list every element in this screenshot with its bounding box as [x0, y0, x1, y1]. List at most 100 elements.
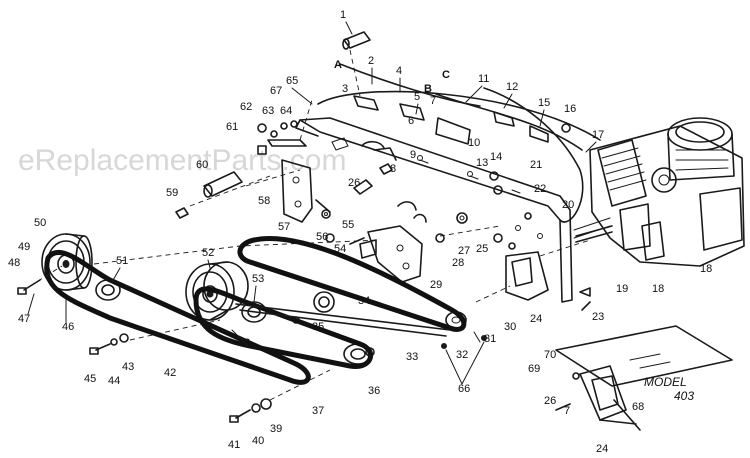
spring-65: [331, 137, 349, 151]
bracket-24: [505, 251, 549, 301]
callout-68: 68: [632, 401, 644, 413]
model-number: 403: [674, 389, 694, 403]
callout-43: 43: [122, 361, 134, 373]
callout-37: 37: [312, 405, 324, 417]
callout-3: 3: [342, 83, 348, 95]
callout-67: 67: [270, 85, 282, 97]
model-label: MODEL: [644, 375, 687, 389]
callout-29: 29: [430, 279, 442, 291]
callout-8: 8: [390, 163, 396, 175]
callout-27: 27: [458, 245, 470, 257]
callout-66: 66: [458, 383, 470, 395]
assembly-lines: [29, 49, 591, 401]
callout-9: 9: [410, 149, 416, 161]
callout-10: 10: [468, 137, 480, 149]
bolt-41-39: [229, 398, 272, 423]
callout-48: 48: [8, 257, 20, 269]
callout-46: 46: [62, 321, 74, 333]
bolt-48: [17, 279, 41, 295]
callout-35: 35: [312, 321, 324, 333]
callout-26: 26: [348, 177, 360, 189]
pin-66b: [481, 335, 487, 341]
shafts: [575, 225, 613, 311]
callout-65: 65: [286, 75, 298, 87]
engine: [573, 117, 745, 267]
callout-58: 58: [258, 195, 270, 207]
callout-47: 47: [18, 313, 30, 325]
callout-54: 54: [334, 243, 346, 255]
callout-33: 33: [406, 351, 418, 363]
callout-13: 13: [476, 157, 488, 169]
callout-40: 40: [252, 435, 264, 447]
callout-32: 32: [456, 349, 468, 361]
callout-69: 69: [528, 363, 540, 375]
callout-17: 17: [592, 129, 604, 141]
callout-24: 24: [530, 313, 542, 325]
bracket-57: [267, 139, 313, 223]
cables: [317, 63, 601, 223]
bolt-45-43: [89, 333, 129, 355]
callout-34: 34: [358, 295, 370, 307]
callout-53: 53: [252, 273, 264, 285]
callout-49: 49: [18, 241, 30, 253]
callout-7: 7: [430, 95, 436, 107]
callout-38: 38: [238, 337, 250, 349]
callout-59: 59: [166, 187, 178, 199]
clip-26: [353, 179, 373, 195]
callout-28: 28: [452, 257, 464, 269]
callout-31: 31: [484, 333, 496, 345]
callout-7b: 7: [564, 405, 570, 417]
callout-6: 6: [408, 115, 414, 127]
callout-14: 14: [490, 151, 502, 163]
callout-51: 51: [116, 255, 128, 267]
cable-letter-c: C: [442, 69, 450, 81]
pin-66a: [441, 343, 447, 349]
cable-letter-a: A: [334, 59, 342, 71]
bracket-29: [359, 225, 423, 283]
callout-30: 30: [504, 321, 516, 333]
callout-18b: 18: [652, 283, 664, 295]
callout-63: 63: [262, 105, 274, 117]
main-frame: [295, 117, 573, 303]
callout-70: 70: [544, 349, 556, 361]
belt-42: [44, 249, 311, 385]
belt-33: [237, 236, 467, 332]
callout-60: 60: [196, 159, 208, 171]
pulley-52: [185, 261, 249, 321]
callout-16: 16: [564, 103, 576, 115]
callout-2: 2: [368, 55, 374, 67]
callout-62: 62: [240, 101, 252, 113]
spring-8: [379, 163, 393, 175]
callout-55: 55: [342, 219, 354, 231]
callout-56: 56: [316, 231, 328, 243]
hardware-cluster-61-64: [257, 120, 298, 155]
callout-5: 5: [414, 91, 420, 103]
belt-37: [193, 286, 374, 369]
callout-24b: 24: [596, 443, 608, 455]
callout-25: 25: [476, 243, 488, 255]
callout-42: 42: [164, 367, 176, 379]
watermark-text: eReplacementParts.com: [18, 144, 346, 177]
callout-labels: 1 2 3 4 5 6 7 7 8 9 10 11 12 13 14 15 16…: [8, 9, 712, 455]
callout-4: 4: [396, 65, 402, 77]
callout-21: 21: [530, 159, 542, 171]
callout-11: 11: [478, 73, 489, 85]
callout-15: 15: [538, 97, 550, 109]
callout-19: 19: [616, 283, 628, 295]
callout-26b: 26: [544, 395, 556, 407]
callout-22: 22: [534, 183, 546, 195]
callout-41: 41: [228, 439, 240, 451]
pulley-34: [313, 291, 335, 313]
callout-45: 45: [84, 373, 96, 385]
handle-grip-1: [342, 31, 371, 50]
cable-letter-b: B: [424, 83, 432, 95]
callout-57: 57: [278, 221, 290, 233]
clip-59: [175, 207, 189, 219]
callout-61: 61: [226, 121, 238, 133]
callout-44: 44: [108, 375, 120, 387]
callout-36: 36: [368, 385, 380, 397]
callout-39: 39: [270, 423, 282, 435]
leader-lines: [27, 21, 597, 385]
callout-12: 12: [506, 81, 518, 93]
